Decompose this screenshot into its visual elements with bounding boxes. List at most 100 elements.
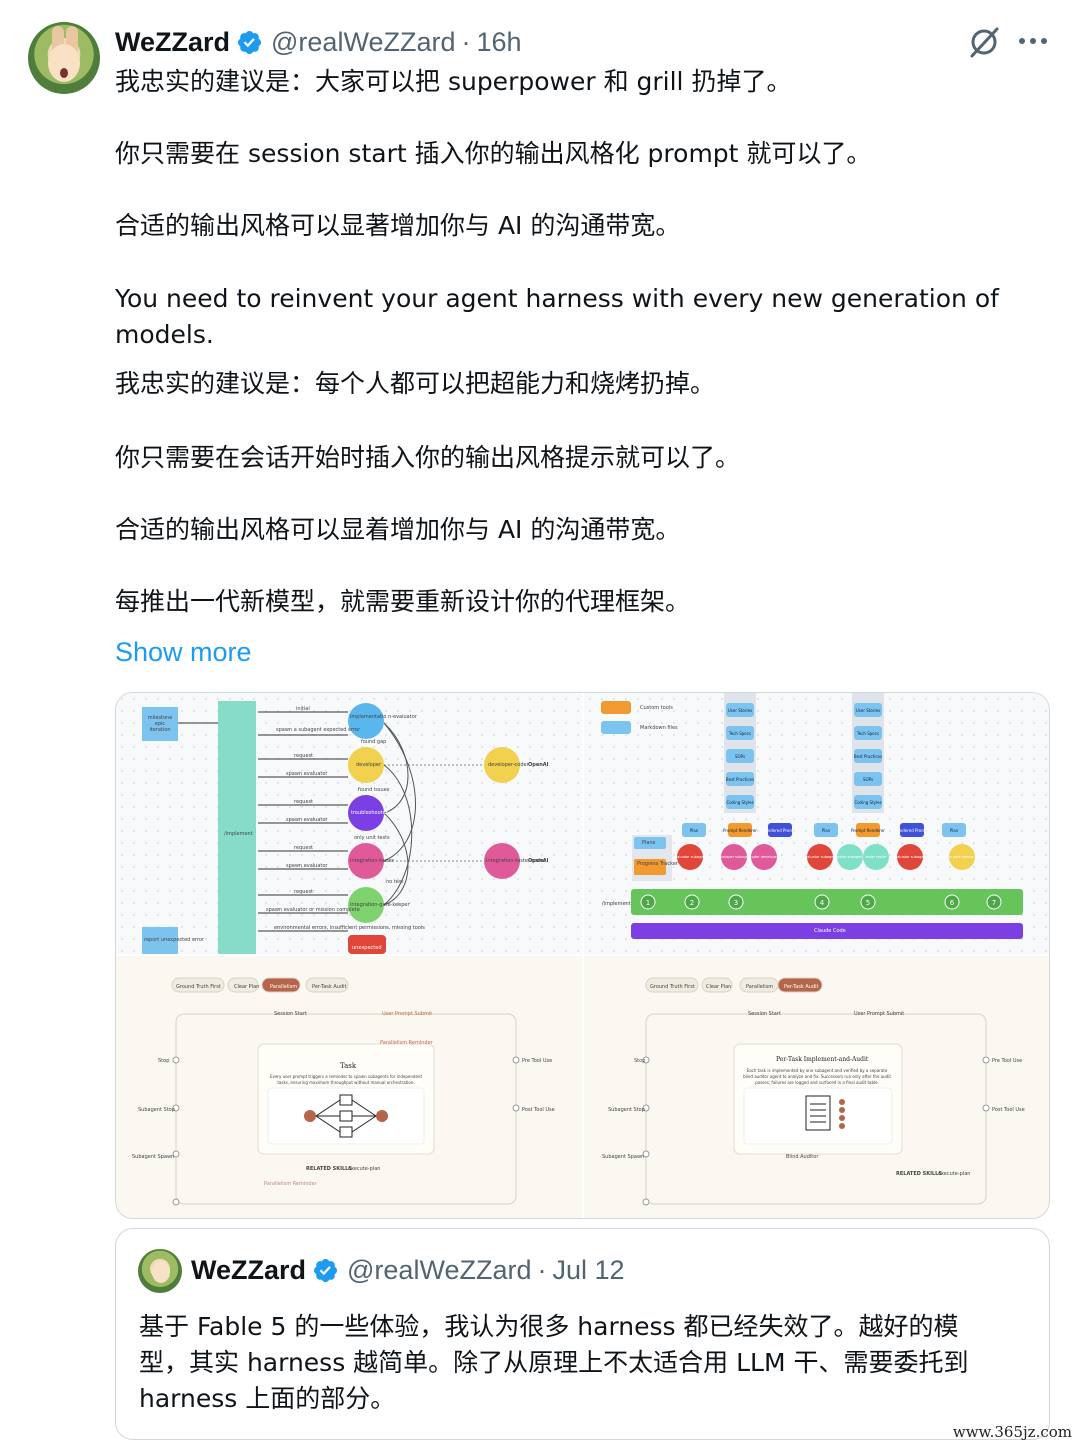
author-handle[interactable]: @realWeZZard	[271, 26, 456, 57]
hook-port	[642, 1150, 650, 1158]
skill-chip[interactable]: execute-plan	[938, 1171, 971, 1177]
plan-chip	[900, 823, 924, 837]
media-panel-audit[interactable]: Ground Truth First Clear Plan Parallelis…	[584, 956, 1049, 1218]
plan-chip	[728, 823, 752, 837]
doc-chip	[726, 749, 754, 763]
agent-node	[807, 844, 833, 870]
grok-icon[interactable]	[966, 24, 1002, 60]
flow-task	[339, 1094, 353, 1106]
quoted-tweet-date[interactable]: Jul 12	[552, 1255, 625, 1285]
related-label: RELATED SKILLS	[306, 1166, 352, 1172]
side-chip	[634, 837, 666, 849]
document-icon	[805, 1095, 831, 1131]
flow-arrow	[315, 1115, 341, 1133]
tab-label[interactable]: Per-Task Audit	[312, 984, 347, 990]
media-grid[interactable]: milestone epic iteration /implement repo…	[115, 692, 1050, 1219]
tab-label[interactable]: Parallelism	[746, 984, 774, 990]
more-icon[interactable]	[1016, 26, 1050, 56]
implement-label: /implement	[602, 901, 631, 907]
related-label: RELATED SKILLS	[896, 1171, 942, 1177]
note-label: found issues	[358, 787, 390, 793]
hook-label: Post Tool Use	[992, 1107, 1025, 1113]
watermark: www.365jz.com	[952, 1423, 1072, 1441]
media-panel-parallelism[interactable]: Ground Truth First Clear Plan Parallelis…	[116, 956, 582, 1218]
hook-label: Stop	[634, 1058, 646, 1064]
plan-chip-label: Plan	[950, 828, 959, 833]
hook-port	[982, 1056, 990, 1064]
agent-node	[837, 844, 863, 870]
tweet-text-line: 你只需要在会话开始时插入你的输出风格提示就可以了。	[115, 443, 741, 472]
node-label: troubleshooter	[351, 810, 388, 816]
reminder-chip: Parallelism Reminder	[380, 1040, 433, 1046]
doc-chip	[854, 749, 882, 763]
doc-chip-label: Tech Specs	[728, 731, 751, 736]
agent-label: developer subagent	[716, 855, 752, 859]
tab-label[interactable]: Clear Plan	[234, 984, 260, 990]
doc-chip-label: Best Practices	[726, 777, 754, 782]
plan-chip-label: Plan	[690, 828, 699, 833]
flow-task	[339, 1126, 353, 1138]
card-text: Each task is implemented by one subagent…	[743, 1068, 891, 1085]
header-separator: ·	[537, 1255, 547, 1285]
media-panel-architecture[interactable]: Custom tools Markdown files Plans Progre…	[584, 693, 1049, 954]
plan-chip	[814, 823, 838, 837]
card-title: Task	[340, 1062, 357, 1070]
tab-label[interactable]: Ground Truth First	[176, 984, 221, 990]
hook-label: Session Start	[274, 1011, 307, 1017]
tweet-text-line: 你只需要在 session start 插入你的输出风格化 prompt 就可以…	[115, 139, 872, 168]
tab-pill	[777, 977, 823, 993]
avatar-mouth	[60, 68, 68, 78]
note-label: only unit tests	[354, 835, 390, 841]
dot	[1019, 38, 1025, 44]
doc-chip	[726, 795, 754, 809]
note-label: found gap	[361, 739, 387, 745]
step-label: 3	[734, 899, 738, 907]
agent-node	[949, 844, 975, 870]
flow-arrow	[315, 1099, 341, 1117]
author-avatar[interactable]	[28, 22, 100, 94]
verified-badge-icon	[313, 1258, 338, 1283]
hook-port	[512, 1056, 520, 1064]
author-name[interactable]: WeZZard	[115, 26, 231, 57]
step-label: 5	[866, 899, 870, 907]
tweet-text-line: 我忠实的建议是：大家可以把 superpower 和 grill 扔掉了。	[115, 67, 792, 96]
tab-pill	[645, 977, 699, 993]
hook-label: Subagent Stop	[608, 1107, 645, 1113]
side-label: Progress Tracker	[637, 861, 678, 867]
arrow-label: spawn evaluator	[286, 863, 328, 869]
agent-label: coder tester	[865, 855, 887, 859]
agent-label: evaluator subagent	[673, 855, 708, 859]
hook-label: Subagent Stop	[138, 1107, 175, 1113]
tab-label[interactable]: Clear Plan	[706, 984, 732, 990]
quoted-author-handle[interactable]: @realWeZZard	[347, 1255, 532, 1285]
hook-port	[172, 1056, 180, 1064]
agent-node	[677, 844, 703, 870]
doc-chip-label: User Stories	[856, 708, 880, 713]
step-node	[814, 894, 830, 910]
flow-arrow	[351, 1115, 377, 1133]
quoted-tweet[interactable]: WeZZard @realWeZZard · Jul 12 基于 Fable 5…	[115, 1228, 1050, 1440]
tweet-text-line: 我忠实的建议是：每个人都可以把超能力和烧烤扔掉。	[115, 369, 716, 398]
hook-label: Pre Tool Use	[992, 1058, 1023, 1064]
skill-chip[interactable]: execute-plan	[348, 1166, 381, 1172]
show-more-link[interactable]: Show more	[115, 637, 252, 667]
quoted-tweet-header: WeZZard @realWeZZard · Jul 12	[191, 1255, 625, 1286]
arrow-label: spawn evaluator or mission complete	[266, 907, 360, 913]
tab-label-active[interactable]: Parallelism	[270, 984, 298, 990]
quoted-author-avatar[interactable]	[138, 1249, 182, 1293]
side-chip	[634, 859, 666, 875]
agent-label: integration gate keeper subagent	[933, 855, 992, 859]
tweet-time[interactable]: 16h	[476, 26, 522, 57]
doc-chip-label: Coding Styles	[726, 800, 753, 805]
tab-pill	[305, 977, 349, 993]
media-panel-workflow[interactable]: milestone epic iteration /implement repo…	[116, 693, 582, 954]
quoted-author-name[interactable]: WeZZard	[191, 1255, 307, 1285]
hook-port	[642, 1104, 650, 1112]
tab-label[interactable]: Ground Truth First	[650, 984, 695, 990]
flow-task	[339, 1110, 353, 1122]
arrow-label: environmental errors, insufficient permi…	[274, 925, 425, 931]
note-label: no test	[386, 879, 404, 885]
tab-label-active[interactable]: Per-Task Audit	[784, 984, 819, 990]
hook-label: Pre Tool Use	[522, 1058, 553, 1064]
